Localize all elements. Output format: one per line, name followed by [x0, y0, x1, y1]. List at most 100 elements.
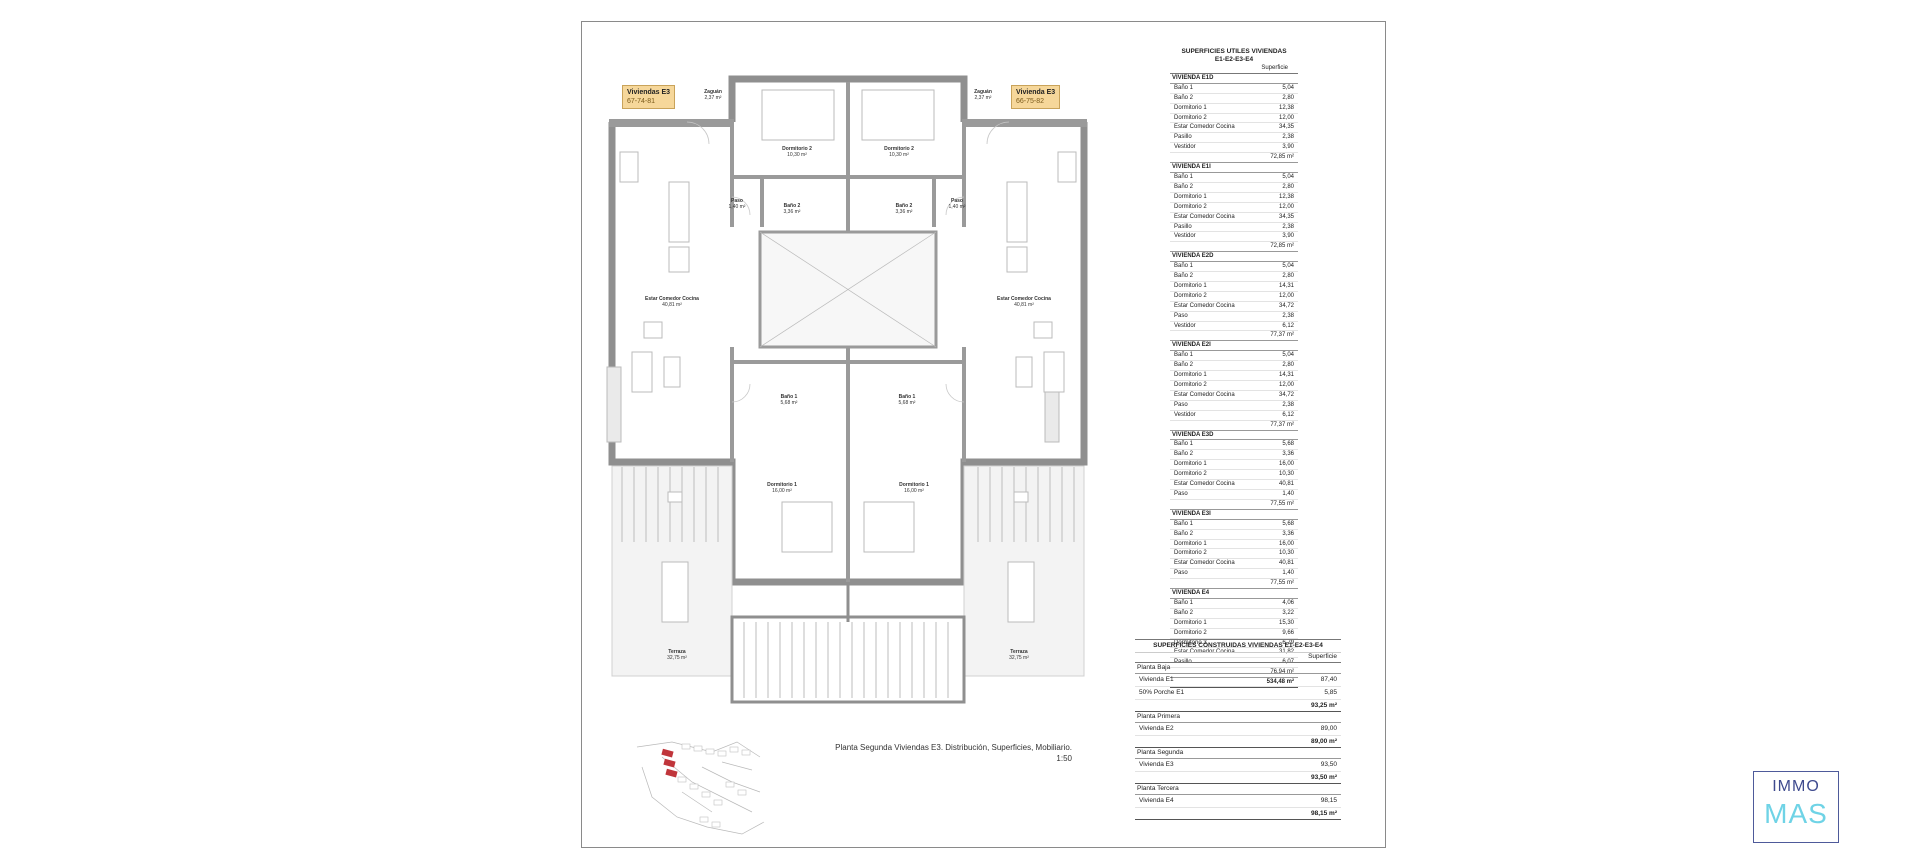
row-value: 3,36	[1282, 451, 1294, 458]
row-label: Baño 1	[1174, 599, 1194, 606]
column-header: Superficie	[1170, 64, 1298, 74]
row-label: Dormitorio 1	[1174, 104, 1207, 111]
table-row: Dormitorio 1 12,38	[1170, 104, 1298, 114]
row-label: Estar Comedor Cocina	[1174, 481, 1235, 488]
row-value: 1,40	[1282, 570, 1294, 577]
row-label: Vestidor	[1174, 322, 1196, 329]
group-total: 76,94 m²	[1170, 668, 1298, 679]
group-total: 77,37 m²	[1170, 421, 1298, 431]
row-label: Estar Comedor Cocina	[1174, 302, 1235, 309]
row-value: 2,80	[1282, 362, 1294, 369]
row-label: Dormitorio 2	[1174, 203, 1207, 210]
row-label: 50% Porche E1	[1139, 688, 1185, 696]
group-header: VIVIENDA E2D	[1170, 252, 1298, 263]
row-value: 10,30	[1278, 550, 1294, 557]
row-label: Vivienda E3	[1139, 760, 1174, 768]
row-value: 3,90	[1282, 144, 1294, 151]
row-label: Estar Comedor Cocina	[1174, 391, 1235, 398]
useful-surfaces-table: SUPERFICIES UTILES VIVIENDAS E1-E2-E3-E4…	[1170, 48, 1298, 689]
row-label: Baño 1	[1174, 263, 1194, 270]
table-title: SUPERFICIES UTILES VIVIENDAS	[1181, 48, 1287, 55]
row-label: Baño 1	[1174, 520, 1194, 527]
row-value: 14,31	[1278, 372, 1294, 379]
group-total: 93,25 m²	[1135, 700, 1341, 712]
built-surfaces-table: SUPERFICIES CONSTRUIDAS VIVIENDAS E1-E2-…	[1135, 639, 1341, 820]
logo-line2: MAS	[1764, 798, 1828, 829]
row-label: Dormitorio 2	[1174, 550, 1207, 557]
floor-plan	[606, 75, 1088, 835]
row-value: 3,22	[1282, 609, 1294, 616]
row-value: 5,68	[1282, 441, 1294, 448]
row-label: Dormitorio 1	[1174, 540, 1207, 547]
table-row: Estar Comedor Cocina 34,72	[1170, 302, 1298, 312]
row-value: 12,38	[1278, 104, 1294, 111]
table-row: Baño 2 3,22	[1170, 609, 1298, 619]
row-label: Vestidor	[1174, 233, 1196, 240]
drawing-sheet: Viviendas E3 67-74-81 Vivienda E3 66-75-…	[581, 21, 1386, 848]
group-header: VIVIENDA E1D	[1170, 74, 1298, 84]
column-header: Superficie	[1135, 653, 1341, 663]
table-title: SUPERFICIES CONSTRUIDAS VIVIENDAS E1-E2-…	[1135, 639, 1341, 653]
caption-title: Planta Segunda Viviendas E3. Distribució…	[835, 743, 1072, 752]
row-value: 34,72	[1278, 302, 1294, 309]
row-label: Baño 2	[1174, 609, 1194, 616]
table-row: Dormitorio 1 14,31	[1170, 371, 1298, 381]
unit-tag-code: 67-74-81	[627, 98, 656, 105]
group-header: Planta Baja	[1135, 663, 1341, 674]
row-label: Estar Comedor Cocina	[1174, 213, 1235, 220]
group-total: 72,85 m²	[1170, 242, 1298, 253]
grand-total: 534,48 m²	[1170, 678, 1298, 689]
row-value: 5,04	[1282, 84, 1294, 91]
row-value: 2,38	[1282, 223, 1294, 230]
row-label: Dormitorio 1	[1174, 461, 1207, 468]
row-label: Baño 2	[1174, 273, 1194, 280]
row-value: 87,40	[1320, 675, 1337, 683]
group-header: VIVIENDA E1I	[1170, 163, 1298, 173]
table-row: Baño 1 5,04	[1170, 84, 1298, 94]
row-label: Dormitorio 1	[1174, 372, 1207, 379]
row-value: 34,35	[1278, 213, 1294, 220]
row-label: Pasillo	[1174, 134, 1192, 141]
table-row: Estar Comedor Cocina 40,81	[1170, 480, 1298, 490]
row-label: Paso	[1174, 401, 1188, 408]
row-value: 40,81	[1278, 481, 1294, 488]
row-label: Dormitorio 1	[1174, 282, 1207, 289]
group-total: 89,00 m²	[1135, 736, 1341, 748]
row-label: Baño 2	[1174, 183, 1194, 190]
row-value: 12,00	[1278, 292, 1294, 299]
row-value: 98,15	[1320, 796, 1337, 804]
row-value: 12,00	[1278, 382, 1294, 388]
row-value: 3,36	[1282, 530, 1294, 537]
group-total: 77,55 m²	[1170, 579, 1298, 590]
row-label: Paso	[1174, 570, 1188, 577]
row-label: Baño 1	[1174, 84, 1194, 91]
group-total: 77,55 m²	[1170, 500, 1298, 510]
table-subtitle: E1-E2-E3-E4	[1214, 56, 1254, 63]
